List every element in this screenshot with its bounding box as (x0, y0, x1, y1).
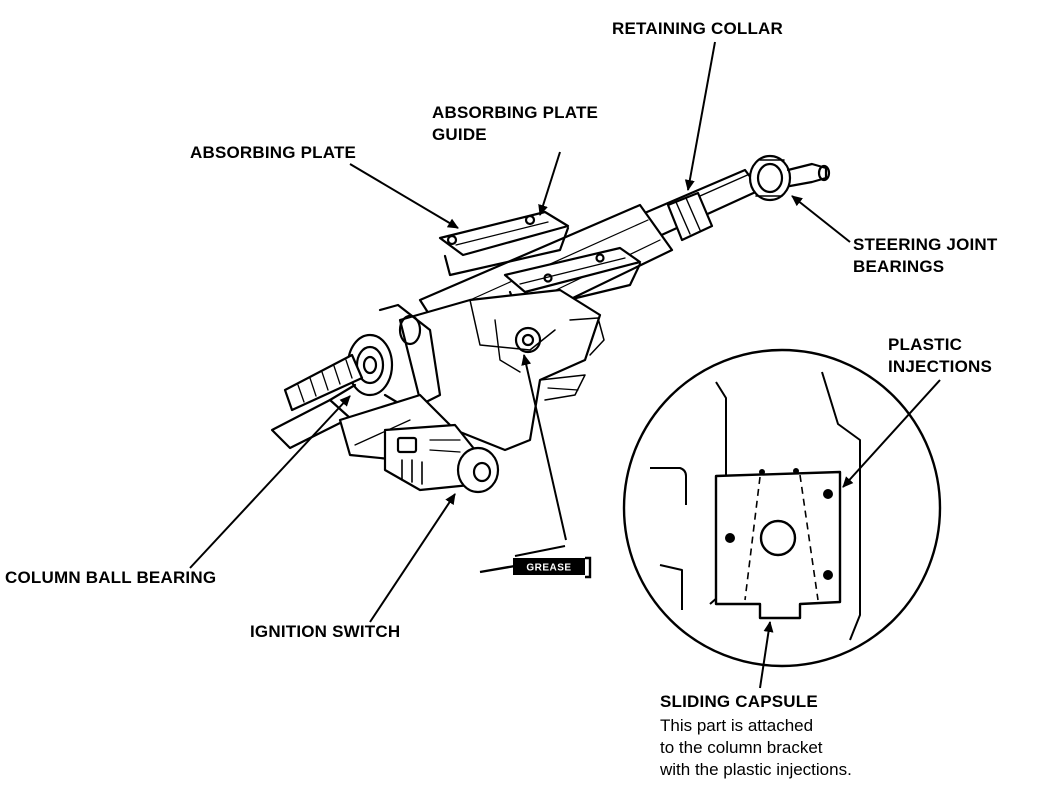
sliding-capsule (714, 470, 842, 620)
note-line: This part is attached (660, 716, 814, 735)
note-line: to the column bracket (660, 738, 823, 757)
label-steering-joint-bearings: STEERING JOINT BEARINGS (853, 235, 998, 276)
label-column-ball-bearing: COLUMN BALL BEARING (5, 568, 217, 587)
label-sliding-capsule: SLIDING CAPSULE (660, 692, 818, 711)
note-line: with the plastic injections. (660, 760, 852, 779)
absorbing-plate-guide (438, 210, 570, 277)
grease-label: GREASE (526, 563, 571, 574)
label-retaining-collar: RETAINING COLLAR (612, 19, 783, 38)
label-absorbing-plate: ABSORBING PLATE (190, 143, 357, 162)
sliding-capsule-note: This part is attached to the column brac… (660, 715, 852, 781)
label-absorbing-plate-guide: ABSORBING PLATE GUIDE (432, 103, 599, 144)
label-ignition-switch: IGNITION SWITCH (250, 622, 401, 641)
sliding-capsule-detail (622, 348, 942, 668)
label-plastic-injections: PLASTIC INJECTIONS (888, 335, 993, 376)
steering-joint-bearings (748, 154, 831, 202)
plastic-injection-dots (725, 468, 833, 580)
steering-column-illustration (270, 154, 831, 494)
leader-lines (189, 41, 941, 689)
ignition-switch (383, 423, 500, 494)
retaining-collar (666, 191, 714, 242)
grease-indicator: GREASE (479, 545, 592, 579)
